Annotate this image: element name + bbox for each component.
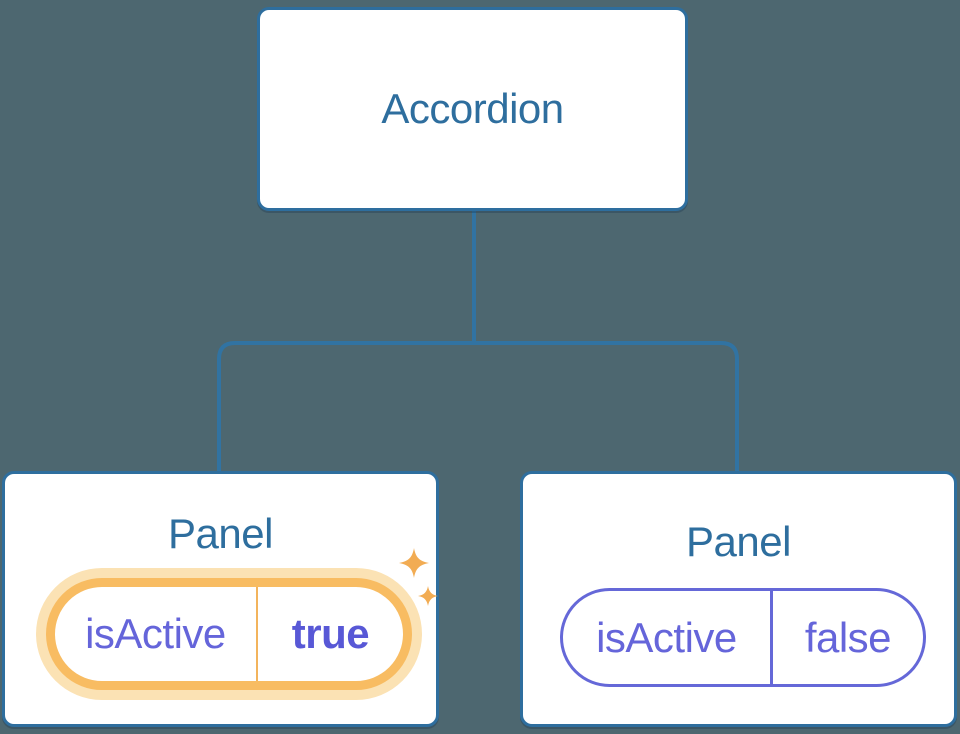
state-pill-inactive: isActive false: [560, 588, 926, 687]
panel-node-active: Panel isActive true: [2, 471, 439, 727]
state-pill-active: isActive true: [46, 578, 412, 690]
root-node-label: Accordion: [381, 85, 564, 132]
state-name: isActive: [563, 591, 773, 684]
panel-label: Panel: [168, 510, 273, 557]
state-name: isActive: [55, 587, 258, 681]
state-value: false: [804, 613, 892, 661]
panel-node-inactive: Panel isActive false: [520, 471, 957, 727]
root-node-accordion: Accordion: [257, 7, 688, 211]
panel-label: Panel: [686, 518, 791, 565]
state-value: true: [291, 610, 370, 657]
